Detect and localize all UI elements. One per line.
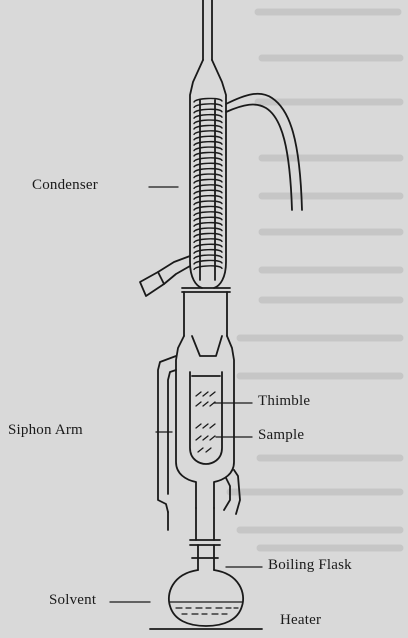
coil-turn	[194, 266, 222, 270]
label-solvent: Solvent	[49, 592, 96, 609]
leader-lines	[110, 187, 262, 602]
thimble	[190, 372, 222, 464]
coil-turn	[194, 239, 222, 243]
flask-neck-joint	[190, 540, 220, 570]
coil-turn	[194, 190, 222, 194]
coil-turn	[194, 206, 222, 210]
coil-turn	[194, 136, 222, 140]
condenser-coil	[194, 98, 222, 269]
coil-turn	[194, 212, 222, 216]
background-text-shadow	[230, 12, 400, 548]
boiling-flask	[169, 570, 243, 626]
coil-turn	[194, 163, 222, 167]
coil-turn	[194, 185, 222, 189]
coil-turn	[194, 152, 222, 156]
coil-turn	[194, 228, 222, 232]
coil-turn	[194, 98, 222, 102]
coil-turn	[194, 244, 222, 248]
siphon-arm	[158, 356, 176, 530]
coil-turn	[194, 255, 222, 259]
coil-turn	[194, 223, 222, 227]
condenser-joint	[182, 288, 230, 356]
coil-turn	[194, 174, 222, 178]
coil-turn	[194, 233, 222, 237]
coil-turn	[194, 109, 222, 113]
coil-turn	[194, 115, 222, 119]
coil-turn	[194, 260, 222, 264]
coil-turn	[194, 196, 222, 200]
coil-turn	[194, 120, 222, 124]
coil-turn	[194, 125, 222, 129]
coil-turn	[194, 147, 222, 151]
coil-turn	[194, 250, 222, 254]
label-condenser: Condenser	[32, 177, 98, 194]
coil-turn	[194, 169, 222, 173]
coil-turn	[194, 158, 222, 162]
label-siphon-arm: Siphon Arm	[8, 422, 83, 439]
label-sample: Sample	[258, 427, 304, 444]
coil-turn	[194, 131, 222, 135]
water-outlet	[140, 256, 190, 296]
coil-turn	[194, 104, 222, 108]
solvent	[170, 602, 242, 614]
coil-turn	[194, 179, 222, 183]
coil-turn	[194, 142, 222, 146]
coil-turn	[194, 201, 222, 205]
sample-fill	[196, 392, 215, 452]
coil-turn	[194, 217, 222, 221]
label-thimble: Thimble	[258, 393, 310, 410]
label-boiling-flask: Boiling Flask	[268, 557, 352, 574]
label-heater: Heater	[280, 612, 321, 629]
top-inlet-tube	[203, 0, 212, 60]
